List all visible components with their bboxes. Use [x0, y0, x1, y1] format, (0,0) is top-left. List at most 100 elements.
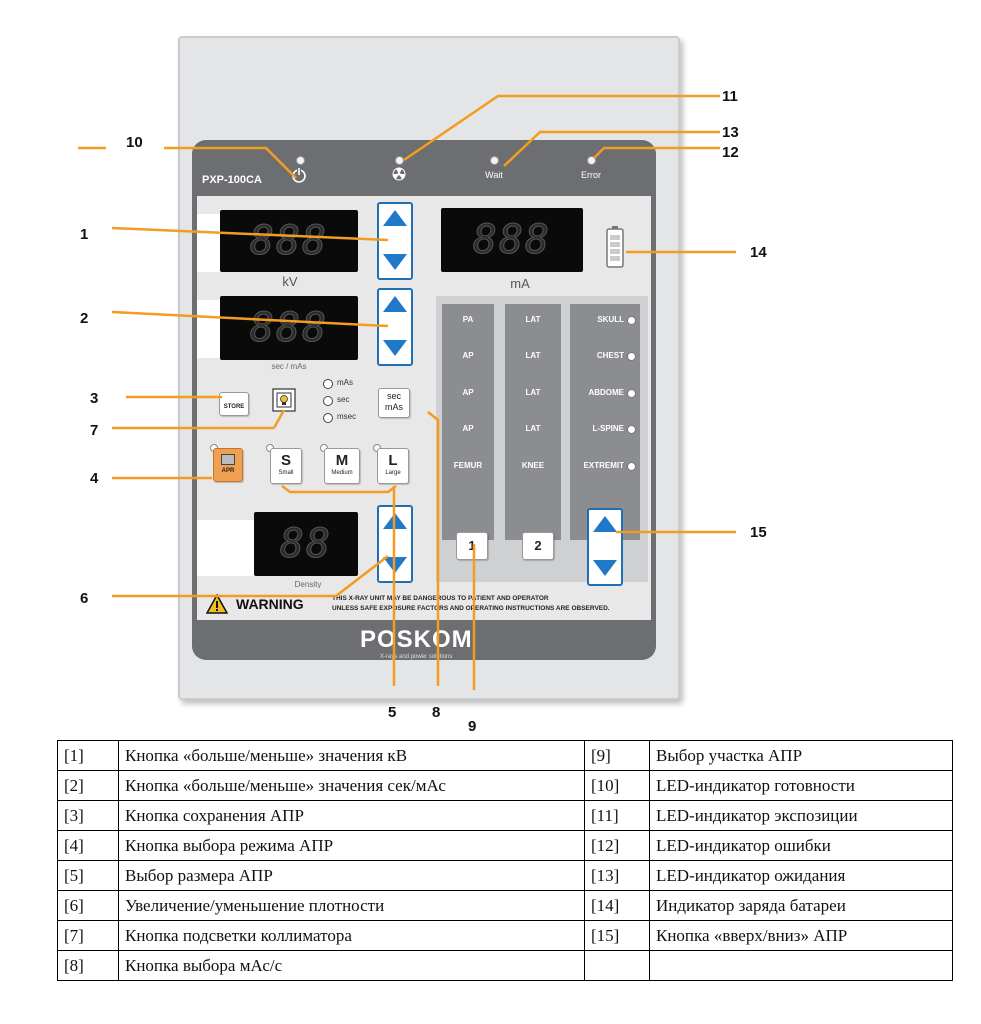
apr-cell[interactable]: KNEE	[521, 461, 545, 470]
apr-region-number: 2	[534, 538, 542, 553]
legend-num: [15]	[584, 920, 650, 951]
apr-cell[interactable]: AP	[462, 351, 474, 360]
legend-text: Кнопка выбора мАс/с	[118, 950, 585, 981]
apr-cell[interactable]: SKULL	[597, 315, 624, 324]
legend-text: Кнопка подсветки коллиматора	[118, 920, 585, 951]
apr-cell[interactable]: LAT	[525, 351, 541, 360]
brand-logo: POSKOM	[360, 626, 473, 653]
legend-text: Кнопка «больше/меньше» значения кВ	[118, 740, 585, 771]
leader-1	[111, 226, 389, 242]
apr-cell[interactable]: AP	[462, 424, 474, 433]
legend-text: Кнопка выбора режима АПР	[118, 830, 585, 861]
mode-label-mas: mAs	[337, 378, 353, 387]
sec-mas-top-label: sec	[386, 391, 401, 401]
callout-4: 4	[90, 470, 99, 487]
legend-row: [3] Кнопка сохранения АПР [11] LED-индик…	[57, 800, 953, 831]
apr-mode-button[interactable]: APR	[213, 448, 243, 482]
store-button[interactable]: STORE	[219, 392, 249, 416]
legend-table: [1] Кнопка «больше/меньше» значения кВ […	[57, 740, 953, 981]
callout-15: 15	[750, 524, 767, 541]
arrow-down-icon	[383, 254, 407, 270]
apr-cell[interactable]: AP	[462, 388, 474, 397]
callout-10: 10	[126, 134, 143, 151]
warning-bar	[197, 588, 651, 620]
sec-mas-select-button[interactable]: sec mAs	[378, 388, 410, 418]
legend-row: [7] Кнопка подсветки коллиматора [15] Кн…	[57, 920, 953, 951]
sec-mas-updown-button[interactable]	[377, 288, 413, 366]
kv-label: kV	[282, 274, 298, 289]
size-small-button[interactable]: S Small	[270, 448, 302, 484]
arrow-down-icon	[383, 340, 407, 356]
sec-mas-bottom-label: mAs	[385, 402, 403, 412]
callout-7: 7	[90, 422, 99, 439]
size-sub: Medium	[331, 470, 353, 476]
ma-label: mA	[510, 276, 530, 291]
warning-line-1: THIS X-RAY UNIT MAY BE DANGEROUS TO PATI…	[332, 595, 549, 602]
kv-updown-button[interactable]	[377, 202, 413, 280]
apr-cell[interactable]: EXTREMIT	[583, 461, 624, 470]
sec-mas-display: 888	[220, 296, 358, 360]
legend-text: Кнопка сохранения АПР	[118, 800, 585, 831]
callout-1: 1	[80, 226, 89, 243]
leader-11	[403, 94, 720, 162]
apr-cell[interactable]: LAT	[525, 424, 541, 433]
mode-radio-sec[interactable]	[323, 396, 333, 406]
apr-cell[interactable]: PA	[462, 315, 474, 324]
apr-cell[interactable]: ABDOME	[588, 388, 624, 397]
apr-column-1	[442, 304, 494, 540]
legend-row: [6] Увеличение/уменьшение плотности [14]…	[57, 890, 953, 921]
mode-radio-msec[interactable]	[323, 413, 333, 423]
legend-num: [10]	[584, 770, 650, 801]
legend-text: Кнопка «вверх/вниз» АПР	[649, 920, 953, 951]
legend-num: [5]	[57, 860, 119, 891]
collimator-lamp-button[interactable]	[272, 388, 296, 412]
apr-region-1-button[interactable]: 1	[456, 532, 488, 560]
legend-text: Увеличение/уменьшение плотности	[118, 890, 585, 921]
error-led	[587, 156, 596, 165]
legend-num: [4]	[57, 830, 119, 861]
legend-text: LED-индикатор ожидания	[649, 860, 953, 891]
callout-6: 6	[80, 590, 89, 607]
callout-11: 11	[722, 88, 738, 105]
legend-num: [7]	[57, 920, 119, 951]
legend-num: [11]	[584, 800, 650, 831]
apr-label: APR	[221, 468, 235, 474]
legend-text: LED-индикатор готовности	[649, 770, 953, 801]
apr-region-2-button[interactable]: 2	[522, 532, 554, 560]
legend-num: [1]	[57, 740, 119, 771]
apr-updown-button[interactable]	[587, 508, 623, 586]
legend-num: [3]	[57, 800, 119, 831]
legend-row: [1] Кнопка «больше/меньше» значения кВ […	[57, 740, 953, 771]
callout-3: 3	[90, 390, 99, 407]
callout-5: 5	[388, 704, 397, 721]
apr-cell[interactable]: L-SPINE	[592, 424, 624, 433]
mode-radio-mas[interactable]	[323, 379, 333, 389]
leader-8	[427, 411, 440, 686]
arrow-up-icon	[383, 210, 407, 226]
callout-8: 8	[432, 704, 441, 721]
apr-cell[interactable]: FEMUR	[453, 461, 483, 470]
arrow-down-icon	[593, 560, 617, 576]
legend-num: [14]	[584, 890, 650, 921]
leader-13	[503, 130, 720, 167]
density-label: Density	[294, 580, 322, 589]
legend-num: [6]	[57, 890, 119, 921]
radiation-icon	[392, 167, 406, 181]
battery-icon	[606, 226, 624, 268]
legend-text: Выбор размера АПР	[118, 860, 585, 891]
apr-cell[interactable]: CHEST	[596, 351, 624, 360]
size-letter: M	[335, 452, 349, 469]
leader-6b	[335, 555, 389, 597]
apr-cell[interactable]: LAT	[525, 315, 541, 324]
apr-column-3	[570, 304, 640, 540]
legend-row: [4] Кнопка выбора режима АПР [12] LED-ин…	[57, 830, 953, 861]
legend-row: [5] Выбор размера АПР [13] LED-индикатор…	[57, 860, 953, 891]
size-medium-button[interactable]: M Medium	[324, 448, 360, 484]
legend-num: [9]	[584, 740, 650, 771]
apr-body-led	[627, 425, 636, 434]
size-sub: Small	[278, 470, 294, 476]
size-large-button[interactable]: L Large	[377, 448, 409, 484]
apr-icon	[221, 454, 235, 465]
legend-num: [13]	[584, 860, 650, 891]
apr-cell[interactable]: LAT	[525, 388, 541, 397]
